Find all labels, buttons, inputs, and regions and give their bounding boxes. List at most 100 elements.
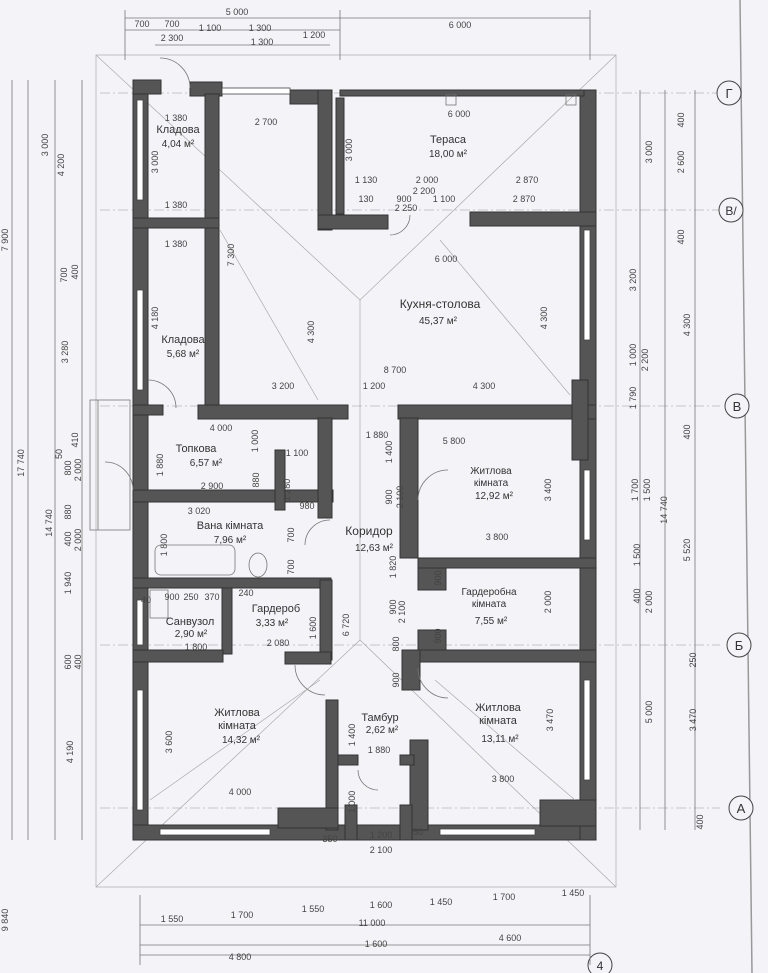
dim-inner-i27: 1 000 xyxy=(250,430,260,453)
dim-bottom-b1: 1 550 xyxy=(161,914,184,924)
dim-inner-i41: 1 800 xyxy=(159,534,169,557)
room-area-boiler: 6,57 м² xyxy=(190,458,223,469)
dimensions-right: 400 3 000 2 600 400 3 200 4 300 1 000 2 … xyxy=(628,112,705,829)
dim-inner-i39: 2 100 xyxy=(395,486,405,509)
dim-top-c1: 700 xyxy=(134,19,149,29)
axis-marker-b: Б xyxy=(726,632,752,658)
room-area-terrace: 18,00 м² xyxy=(429,149,468,160)
room-name-wc: Санвузол xyxy=(166,616,215,628)
dim-left-l8: 14 740 xyxy=(44,509,54,537)
wall-kitchen-north-a xyxy=(317,214,389,230)
room-name-bathroom: Вана кімната xyxy=(197,520,264,532)
room-name-boiler: Топкова xyxy=(176,443,218,455)
dim-left-l5: 400 xyxy=(70,264,80,279)
dim-right-r21: 400 xyxy=(695,814,705,829)
room-name-terrace: Тераса xyxy=(430,134,467,146)
axis-marker-a: А xyxy=(728,795,754,821)
dim-inner-i67: 4 000 xyxy=(229,787,252,797)
dimension-lines xyxy=(11,10,696,965)
dim-inner-i10: 2 200 xyxy=(413,186,436,196)
dim-right-r8: 2 200 xyxy=(640,349,650,372)
room-labels: Кладова 4,04 м² Тераса 18,00 м² Кухня-ст… xyxy=(156,124,521,746)
dim-inner-i40: 3 400 xyxy=(543,479,553,502)
dim-bottom-total: 11 000 xyxy=(359,918,386,928)
room-area-vestibule: 2,62 м² xyxy=(366,725,399,736)
room-name2-dressing: кімната xyxy=(472,599,507,610)
dim-bottom-b6: 1 700 xyxy=(493,892,516,902)
dim-left-l1: 3 000 xyxy=(40,134,50,157)
dim-right-r20: 3 470 xyxy=(688,709,698,732)
window-west-living2 xyxy=(136,689,144,811)
wall-kitchen-south-a xyxy=(197,404,349,420)
room-name-storage-mid: Кладова xyxy=(161,334,205,346)
dim-right-r15: 1 500 xyxy=(632,544,642,567)
dim-bottom-e3: 50 xyxy=(413,827,423,837)
dim-inner-i59: 800 xyxy=(391,636,401,651)
axis-label-v-prime: В/ xyxy=(725,204,737,218)
room-name-living2: Житлова xyxy=(214,707,260,719)
terrace-column-a xyxy=(445,94,457,106)
dim-left-l16: 2 000 xyxy=(73,529,83,552)
dim-left-l20: 4 190 xyxy=(65,741,75,764)
room-name-living1: Житлова xyxy=(470,466,512,477)
wall-living3-west xyxy=(409,739,429,831)
dimensions-bottom: 1 550 1 700 1 550 1 600 1 450 1 700 1 45… xyxy=(161,827,585,962)
dim-right-r17: 2 000 xyxy=(644,591,654,614)
wall-storage-mid-east xyxy=(204,227,220,419)
dim-inner-i11: 130 xyxy=(358,194,373,204)
room-name2-living1: кімната xyxy=(474,478,509,489)
dim-bottom-d2: 1 600 xyxy=(365,939,388,949)
wall-kitchen-north-b xyxy=(469,211,597,227)
dim-right-r12: 1 500 xyxy=(642,479,652,502)
dim-bottom-e1: 350 xyxy=(322,834,337,844)
wall-living1-south xyxy=(417,557,597,569)
dim-inner-i61: 900 xyxy=(391,672,401,687)
door-storage xyxy=(147,379,177,409)
dim-right-r10: 400 xyxy=(682,424,692,439)
dim-inner-i19: 6 000 xyxy=(435,254,458,264)
dim-inner-i4: 2 700 xyxy=(255,117,278,127)
door-living2 xyxy=(294,664,326,696)
dim-inner-i29: 5 800 xyxy=(443,436,466,446)
dim-top-c3: 1 100 xyxy=(199,23,222,33)
axis-label-v: В xyxy=(733,399,742,414)
door-swings xyxy=(104,57,449,791)
dim-left-l18: 600 xyxy=(63,654,73,669)
dim-inner-i5: 3 000 xyxy=(344,139,354,162)
dim-inner-i38: 900 xyxy=(384,489,394,504)
wall-living3-south-post xyxy=(539,799,597,827)
dim-top-c2: 700 xyxy=(164,19,179,29)
dim-bottom-b2: 1 700 xyxy=(231,910,254,920)
dim-right-r19: 5 000 xyxy=(644,701,654,724)
axis-label-g: Г xyxy=(725,86,732,101)
window-south-living3 xyxy=(439,828,536,836)
dim-inner-i57: 1 800 xyxy=(185,642,208,652)
windows xyxy=(136,87,591,836)
wall-storage-mid-south xyxy=(132,404,164,416)
dim-bottom-d3: 4 600 xyxy=(499,933,522,943)
window-south-living2 xyxy=(159,828,271,836)
walls xyxy=(132,79,597,841)
axis-label-a: А xyxy=(737,801,746,816)
room-name-dressing: Гардеробна xyxy=(461,586,517,598)
dim-left-l2: 4 200 xyxy=(56,154,66,177)
wall-north-a xyxy=(132,79,162,95)
dim-inner-i15: 2 250 xyxy=(395,203,418,213)
dim-inner-i1: 1 380 xyxy=(165,113,188,123)
bathtub xyxy=(154,544,236,576)
room-name-vestibule: Тамбур xyxy=(361,712,398,724)
dim-left-l9: 9 840 xyxy=(0,909,10,932)
dim-inner-i20: 4 300 xyxy=(539,307,549,330)
dim-right-r11: 1 700 xyxy=(630,479,640,502)
window-east-living1 xyxy=(583,469,591,541)
dim-right-r18: 250 xyxy=(688,652,698,667)
dim-right-r7: 1 000 xyxy=(628,344,638,367)
axis-marker-v-prime: В/ xyxy=(718,197,744,223)
room-name-wardrobe: Гардероб xyxy=(252,603,300,615)
door-boiler-outer xyxy=(104,461,134,491)
dim-inner-i58: 2 080 xyxy=(267,638,290,648)
bath-toilet xyxy=(248,552,268,578)
wall-corridor-east-b xyxy=(401,649,421,691)
wc-toilet xyxy=(149,589,169,619)
dim-inner-i17: 7 300 xyxy=(226,244,236,267)
